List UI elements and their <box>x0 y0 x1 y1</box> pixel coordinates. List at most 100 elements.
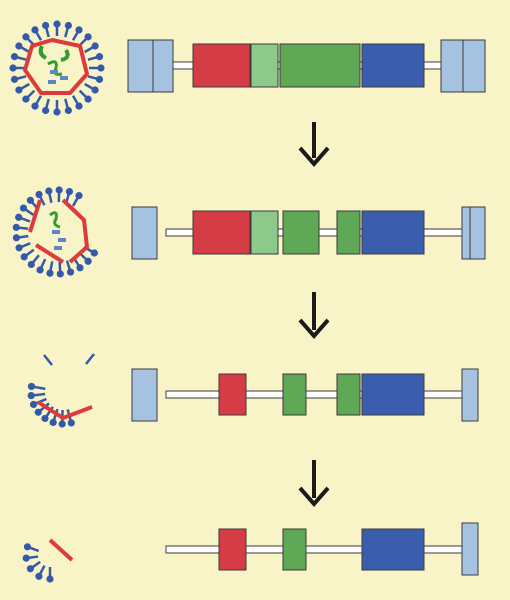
spike-head <box>27 260 35 269</box>
virus-rna-blue-1 <box>52 230 60 234</box>
spike-head <box>10 75 19 83</box>
spike-head <box>15 213 23 221</box>
end-cap-right-outer <box>462 39 486 93</box>
virus-intact-icon <box>9 20 105 116</box>
spike-head <box>26 196 35 204</box>
debris-1 <box>43 354 53 366</box>
virus-rna-blue-1 <box>50 70 58 74</box>
spike-head <box>29 400 38 409</box>
end-cap-right-inner <box>440 39 464 93</box>
spike-head <box>26 565 34 573</box>
spike-head <box>46 575 54 583</box>
spike-head <box>12 223 20 231</box>
virus-capsid-remnant <box>48 538 74 562</box>
spike-head <box>91 42 99 50</box>
spike-head <box>75 102 83 110</box>
spike-head <box>9 64 17 72</box>
virus-rna-green <box>49 211 61 229</box>
virus-fragmented-icon <box>27 353 95 428</box>
segment-red <box>192 210 251 255</box>
segment-red <box>218 373 247 416</box>
segment-blue <box>361 373 425 416</box>
segment-blue <box>361 210 425 255</box>
end-cap-left <box>131 206 158 260</box>
spike-head <box>42 106 50 115</box>
genome-row-3 <box>131 368 479 422</box>
spike-head <box>97 64 105 72</box>
segment-green <box>282 210 320 255</box>
spike-head <box>34 408 42 416</box>
virus-spikes <box>12 186 98 278</box>
segment-green-small <box>336 373 361 416</box>
spike-head <box>35 572 43 580</box>
spike-head <box>91 86 99 94</box>
spike-head <box>27 382 36 391</box>
virus-spikes <box>9 20 105 116</box>
virus-rna-blue-3 <box>48 80 56 84</box>
spike-head <box>84 33 92 41</box>
virus-opening-icon <box>12 186 98 278</box>
segment-blue <box>361 43 425 88</box>
virus-rna-strand <box>47 60 63 76</box>
spike-head <box>22 95 30 103</box>
spike-head <box>10 53 19 61</box>
spike-head <box>27 391 35 400</box>
spike-head <box>95 75 104 83</box>
end-cap-left <box>131 368 158 422</box>
segment-green <box>279 43 361 88</box>
spike-head <box>84 95 92 103</box>
spike-head <box>19 204 28 212</box>
spike-head <box>75 26 83 34</box>
spike-head <box>22 33 30 41</box>
spike-head <box>56 270 64 278</box>
segment-red <box>218 528 247 571</box>
debris-2 <box>85 353 95 365</box>
spike-head <box>64 21 72 30</box>
spike-head <box>53 108 61 116</box>
virus-rna-green-right <box>60 48 70 62</box>
segment-blue <box>361 528 425 571</box>
end-cap-right-outer <box>469 206 486 260</box>
spike-head <box>46 269 54 277</box>
virus-capsid <box>23 38 89 95</box>
segment-green <box>282 528 307 571</box>
spike-head <box>22 554 30 562</box>
genome-row-2 <box>131 206 486 260</box>
spike-head <box>12 234 20 242</box>
end-cap-right <box>461 522 479 576</box>
spike-head <box>55 186 63 194</box>
segment-red <box>192 43 251 88</box>
spike-head <box>66 268 75 276</box>
spike-head <box>76 264 84 272</box>
spike-head <box>95 53 104 61</box>
segment-light-green <box>250 43 279 88</box>
down-arrow-1 <box>298 122 330 168</box>
spike-head <box>64 106 72 115</box>
spike-head <box>20 253 28 261</box>
spike-head <box>75 192 83 200</box>
arrow-head <box>298 318 330 340</box>
arrow-head <box>298 146 330 168</box>
spike-head <box>67 419 75 427</box>
spike-head <box>84 257 92 265</box>
spike-head <box>15 86 23 94</box>
segment-light-green <box>250 210 279 255</box>
spike-head <box>15 244 23 252</box>
arrow-head <box>298 486 330 508</box>
end-cap-right-inner <box>461 206 471 260</box>
spike-head <box>42 21 50 30</box>
spike-head <box>15 42 23 50</box>
spike-head <box>41 414 49 423</box>
virus-rna-blue-2 <box>60 76 68 80</box>
end-cap-right <box>461 368 479 422</box>
segment-green-small <box>336 210 361 255</box>
down-arrow-2 <box>298 292 330 340</box>
segment-green <box>282 373 307 416</box>
end-cap-left-outer <box>127 39 154 93</box>
genome-row-1 <box>127 39 486 93</box>
down-arrow-3 <box>298 460 330 508</box>
spike-head <box>65 187 74 196</box>
spike-head <box>53 20 61 28</box>
